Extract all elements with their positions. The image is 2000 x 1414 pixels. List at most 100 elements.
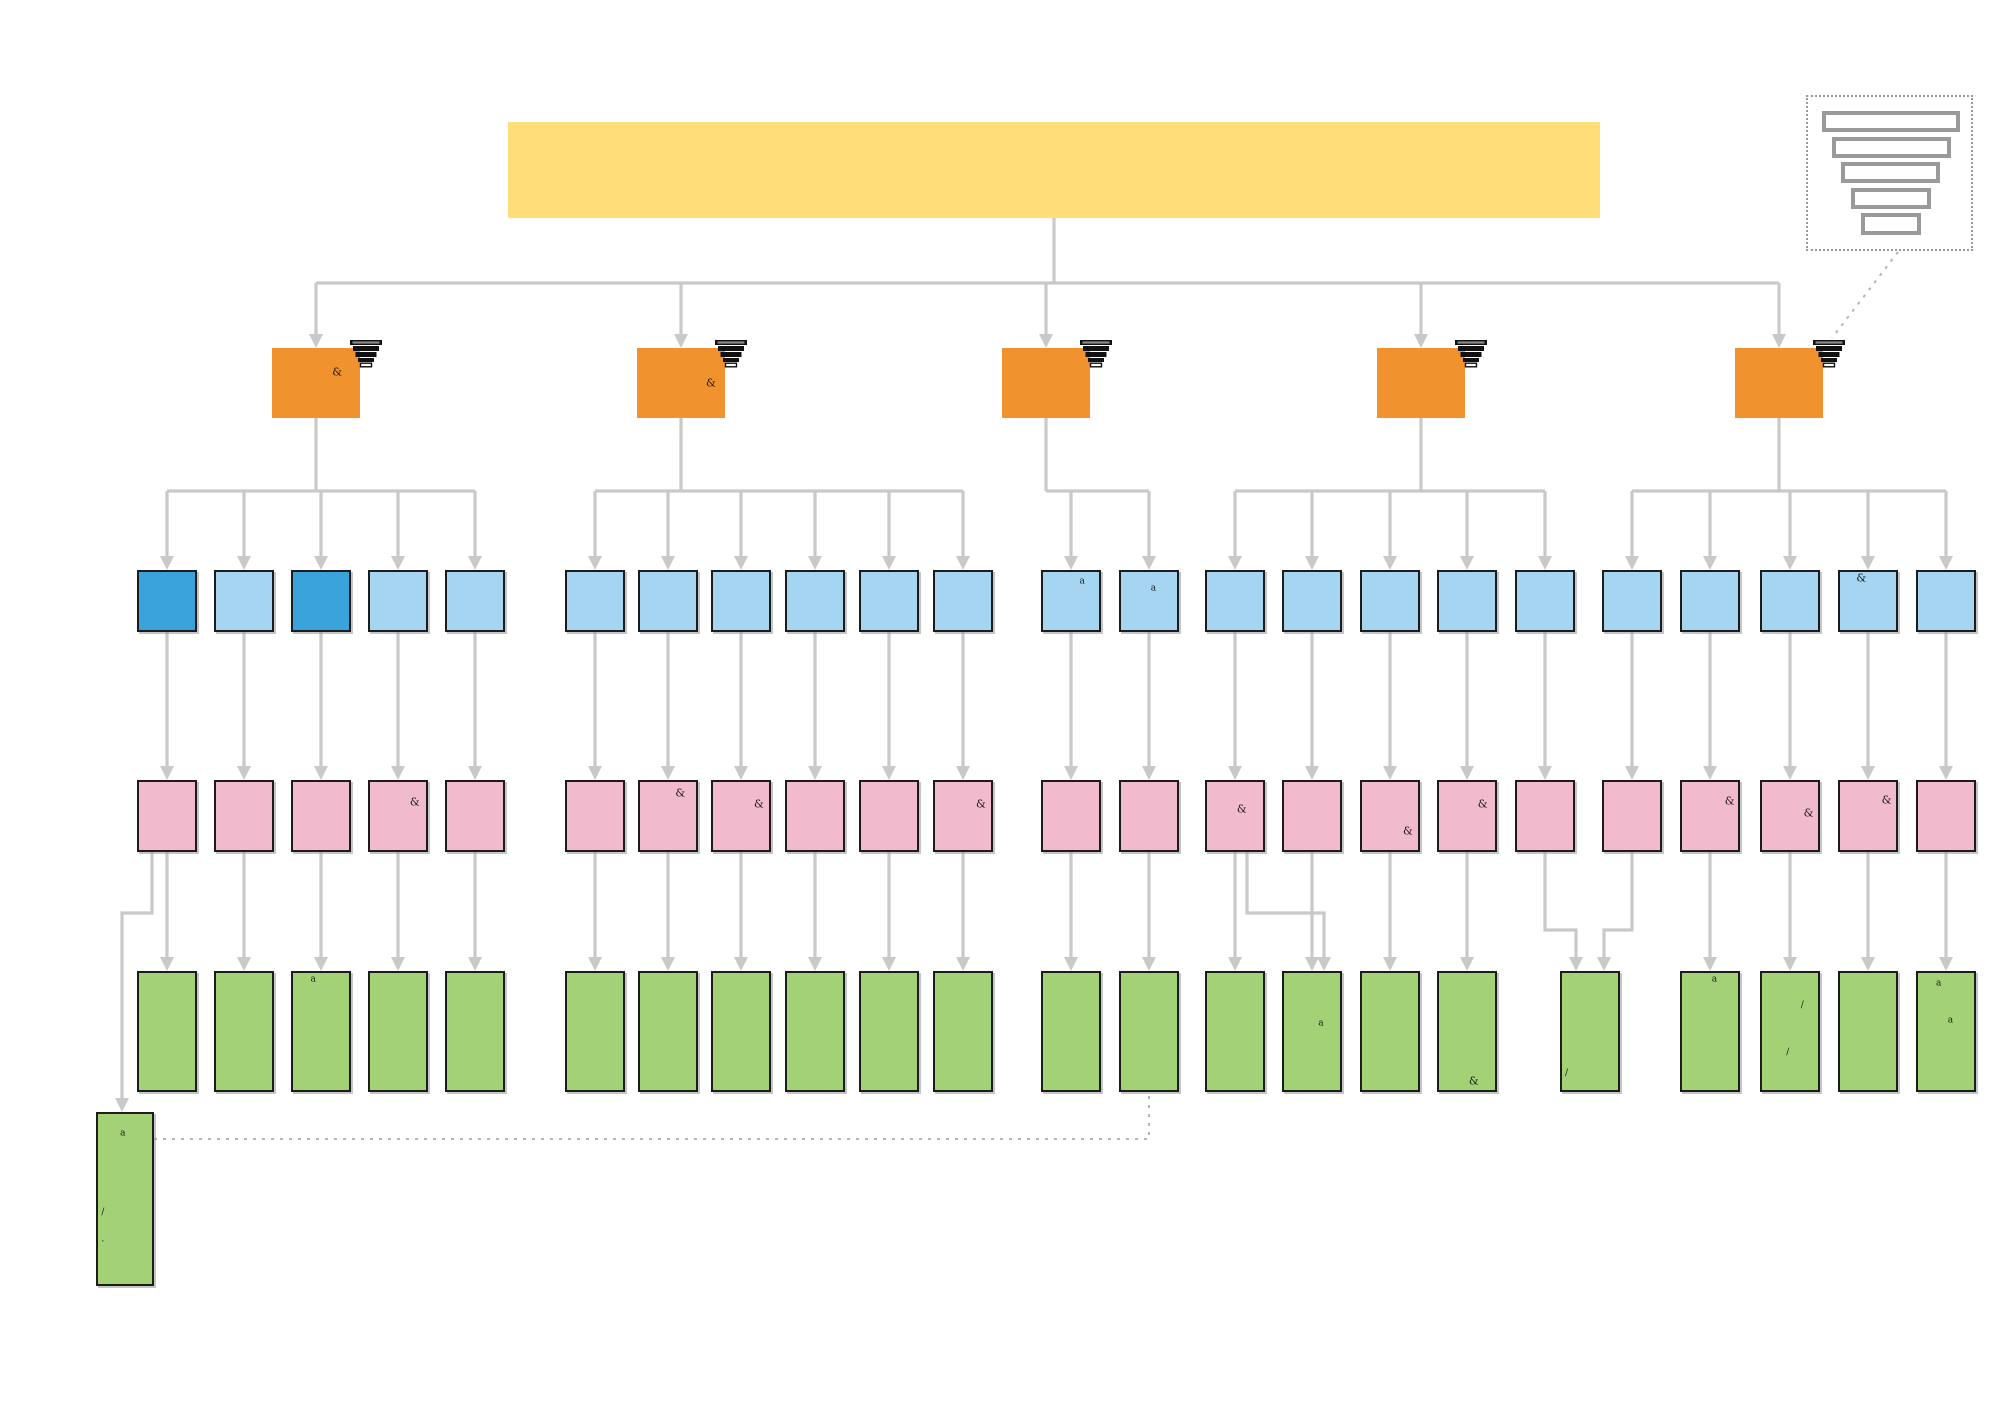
- leaf-node-21: [1838, 971, 1898, 1092]
- node-marker: /: [101, 1207, 105, 1218]
- arrowhead-icon: [1783, 556, 1797, 570]
- leaf-node-10: [859, 971, 919, 1092]
- node-marker: &: [1236, 802, 1247, 816]
- arrowhead-icon: [1142, 766, 1156, 780]
- arrowhead-icon: [956, 766, 970, 780]
- unit-node-g4-3: [1360, 570, 1420, 632]
- arrowhead-icon: [468, 556, 482, 570]
- task-node-15: [1282, 780, 1342, 852]
- arrowhead-icon: [1228, 957, 1242, 971]
- task-node-4: &: [368, 780, 428, 852]
- arrowhead-icon: [734, 556, 748, 570]
- leaf-node-14: [1205, 971, 1265, 1092]
- unit-node-g3-1: a: [1041, 570, 1101, 632]
- node-marker: a: [1936, 978, 1942, 989]
- task-node-2: [214, 780, 274, 852]
- task-node-16: &: [1360, 780, 1420, 852]
- arrowhead-icon: [588, 766, 602, 780]
- arrowhead-icon: [1597, 957, 1611, 971]
- task-node-3: [291, 780, 351, 852]
- task-node-10: [859, 780, 919, 852]
- arrowhead-icon: [237, 957, 251, 971]
- unit-node-g4-5: [1515, 570, 1575, 632]
- node-marker: &: [1724, 794, 1735, 808]
- arrowhead-icon: [1039, 334, 1053, 348]
- node-marker: a: [1079, 576, 1085, 587]
- unit-node-g5-4: &: [1838, 570, 1898, 632]
- unit-node-g2-4: [785, 570, 845, 632]
- node-marker: &: [976, 797, 986, 811]
- arrowhead-icon: [956, 957, 970, 971]
- arrowhead-icon: [391, 556, 405, 570]
- unit-node-g2-6: [933, 570, 993, 632]
- arrowhead-icon: [1460, 766, 1474, 780]
- arrowhead-icon: [1783, 766, 1797, 780]
- arrowhead-icon: [1142, 556, 1156, 570]
- task-node-20: &: [1680, 780, 1740, 852]
- arrowhead-icon: [160, 766, 174, 780]
- task-node-17: &: [1437, 780, 1497, 852]
- arrowhead-icon: [1064, 957, 1078, 971]
- leaf-node-11: [933, 971, 993, 1092]
- unit-node-g2-2: [638, 570, 698, 632]
- node-marker: a: [1947, 1015, 1954, 1026]
- arrowhead-icon: [115, 1098, 129, 1112]
- arrowhead-icon: [160, 556, 174, 570]
- node-marker: a: [1318, 1018, 1324, 1029]
- task-node-22: &: [1838, 780, 1898, 852]
- node-marker: &: [332, 365, 343, 379]
- arrowhead-icon: [1064, 766, 1078, 780]
- arrowhead-icon: [1538, 556, 1552, 570]
- task-node-11: &: [933, 780, 993, 852]
- node-marker: &: [675, 786, 686, 800]
- node-marker: &: [1856, 571, 1867, 585]
- stage-node-1: &: [272, 348, 360, 418]
- arrowhead-icon: [1939, 556, 1953, 570]
- stage-node-4: [1377, 348, 1465, 418]
- dotted-connector: [154, 1092, 1150, 1140]
- arrowhead-icon: [588, 957, 602, 971]
- task-node-7: &: [638, 780, 698, 852]
- funnel-icon: [350, 340, 382, 368]
- arrowhead-icon: [1861, 957, 1875, 971]
- arrowhead-icon: [468, 766, 482, 780]
- connector-line: [1602, 852, 1634, 961]
- arrowhead-icon: [1383, 766, 1397, 780]
- task-node-9: [785, 780, 845, 852]
- node-marker: &: [1803, 806, 1814, 820]
- leaf-node-8: [711, 971, 771, 1092]
- leaf-node-3: a: [291, 971, 351, 1092]
- legend-funnel-bar: [1822, 111, 1960, 132]
- unit-node-g3-2: a: [1119, 570, 1179, 632]
- node-marker: &: [1881, 793, 1892, 807]
- task-node-14: &: [1205, 780, 1265, 852]
- leaf-node-4: [368, 971, 428, 1092]
- arrowhead-icon: [1460, 957, 1474, 971]
- arrowhead-icon: [1317, 957, 1331, 971]
- arrowhead-icon: [1538, 766, 1552, 780]
- orphan-leaf-node: a/.: [96, 1112, 154, 1286]
- arrowhead-icon: [314, 957, 328, 971]
- node-marker: /: [1786, 1047, 1790, 1058]
- leaf-node-18: /: [1560, 971, 1620, 1092]
- arrowhead-icon: [1861, 766, 1875, 780]
- node-marker: &: [754, 797, 764, 811]
- unit-node-g4-2: [1282, 570, 1342, 632]
- arrowhead-icon: [1772, 334, 1786, 348]
- node-marker: &: [1477, 797, 1488, 811]
- task-node-1: [137, 780, 197, 852]
- stage-node-5: [1735, 348, 1823, 418]
- node-marker: a: [1150, 583, 1157, 594]
- task-node-8: &: [711, 780, 771, 852]
- root-node: [508, 122, 1600, 218]
- unit-node-g5-2: [1680, 570, 1740, 632]
- arrowhead-icon: [1305, 957, 1319, 971]
- arrowhead-icon: [882, 766, 896, 780]
- leaf-node-12: [1041, 971, 1101, 1092]
- unit-node-g1-1: [137, 570, 197, 632]
- connector-line: [1543, 852, 1578, 961]
- arrowhead-icon: [734, 766, 748, 780]
- unit-node-g5-5: [1916, 570, 1976, 632]
- arrowhead-icon: [1460, 556, 1474, 570]
